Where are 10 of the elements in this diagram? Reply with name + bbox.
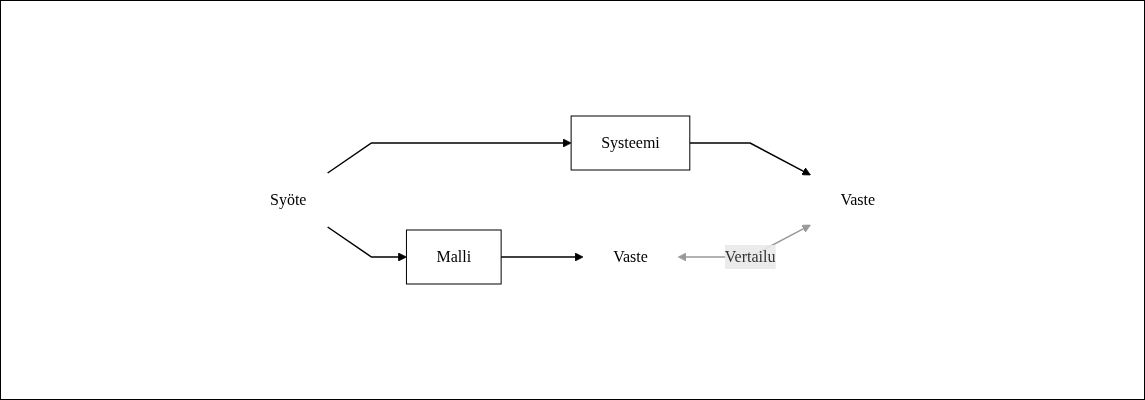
edge-label: Vertailu bbox=[724, 248, 776, 265]
node-text: Vaste bbox=[613, 248, 648, 265]
node-text: Syöte bbox=[269, 191, 307, 208]
node-box: Systeemi bbox=[570, 115, 691, 171]
arrow bbox=[689, 142, 811, 176]
node-box: Malli bbox=[405, 229, 502, 285]
node-text: Vaste bbox=[840, 191, 876, 208]
arrow bbox=[326, 138, 572, 174]
arrow bbox=[326, 226, 407, 262]
arrow bbox=[500, 252, 584, 262]
